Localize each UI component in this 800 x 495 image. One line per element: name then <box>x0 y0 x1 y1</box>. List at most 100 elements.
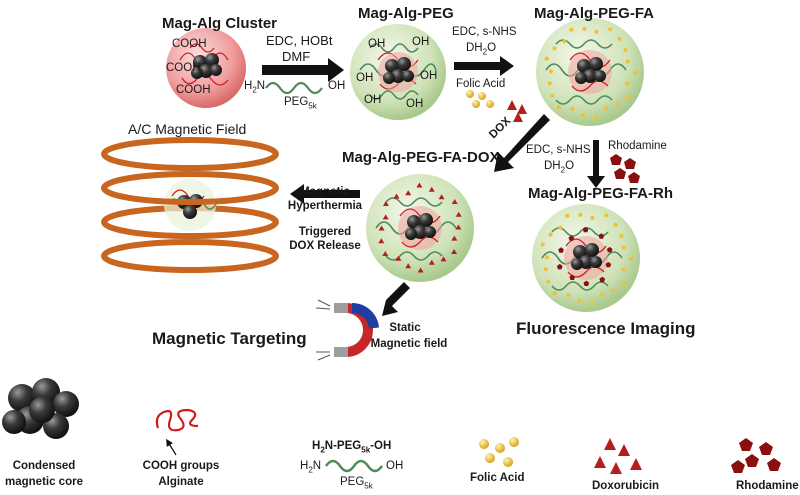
cooh-label: COOH <box>176 84 211 96</box>
folic-acid-dots <box>544 26 638 120</box>
dox-triangles <box>378 182 462 273</box>
rhodamine-reagent-icon <box>610 154 640 183</box>
hyperthermia-line-1: Magnetic <box>300 186 350 198</box>
folic-acid-dot <box>582 26 587 31</box>
legend-alginate-icon <box>155 408 199 456</box>
folic-acid-dot <box>556 105 561 110</box>
folic-acid-dot <box>549 69 553 74</box>
folic-acid-dot <box>608 27 613 32</box>
dox-triangle <box>428 259 435 265</box>
rhodamine-pentagon <box>558 247 564 253</box>
folic-acid-dot <box>615 102 620 107</box>
folic-acid-dot <box>594 29 599 34</box>
dox-triangle <box>416 182 423 188</box>
horseshoe-magnet-icon <box>315 299 379 361</box>
legend-core-line-2: magnetic core <box>5 476 83 488</box>
mag-alg-cluster-particle <box>166 28 246 108</box>
rhodamine-pentagon <box>583 280 590 286</box>
step4-reagent: Rhodamine <box>608 140 667 152</box>
dox-triangle <box>378 238 385 244</box>
step2-reagents: EDC, s-NHS <box>452 26 517 38</box>
arrow-step1 <box>262 58 344 82</box>
rhodamine-pentagon <box>605 261 612 268</box>
oh-label: OH <box>412 36 430 48</box>
rhodamine-pentagon <box>568 235 575 241</box>
dox-triangle <box>428 186 435 192</box>
folic-acid-dot <box>604 213 609 218</box>
folic-acid-dot <box>590 215 595 220</box>
folic-acid-dot <box>548 232 553 237</box>
mag-alg-peg-fa-particle <box>536 18 644 126</box>
legend-core-line-1: Condensed <box>12 460 76 472</box>
folic-acid-dot <box>569 27 574 32</box>
folic-acid-dot <box>621 245 626 250</box>
folic-acid-dot <box>544 56 549 61</box>
title-mag-alg-cluster: Mag-Alg Cluster <box>162 15 278 32</box>
title-mag-alg-peg-fa: Mag-Alg-PEG-FA <box>534 5 654 22</box>
folic-acid-dot <box>589 301 594 306</box>
oh-label: OH <box>406 98 424 110</box>
folic-acid-dot <box>565 213 570 218</box>
legend-folic-acid-icon <box>479 437 519 467</box>
rhodamine-pentagon <box>556 263 563 270</box>
folic-acid-dot <box>552 291 557 296</box>
folic-acid-dot <box>550 93 555 98</box>
folic-acid-dot <box>566 292 571 297</box>
reaction-arrows <box>262 56 605 316</box>
legend-doxorubicin-icon <box>594 438 642 474</box>
title-mag-alg-peg-fa-rh: Mag-Alg-PEG-FA-Rh <box>528 185 673 202</box>
ac-coil <box>101 137 279 273</box>
folic-acid-dot <box>600 292 605 297</box>
cooh-label: COOH <box>166 62 201 74</box>
step4-solvent: DH2O <box>544 160 575 175</box>
folic-acid-dot <box>546 279 551 284</box>
folic-acid-dot <box>629 256 634 261</box>
mag-alg-peg-particle <box>350 24 446 120</box>
folic-acid-dot <box>617 36 622 41</box>
folic-acid-dots <box>540 212 634 306</box>
legend-alginate-line-1: COOH groups <box>142 460 220 472</box>
folic-acid-dot <box>540 242 545 247</box>
folic-acid-dot <box>577 299 582 303</box>
dox-triangle <box>417 267 424 273</box>
arrow-hyperthermia <box>290 184 360 204</box>
step1-solvent: DMF <box>282 49 311 64</box>
step1-peg-h2n: H2N <box>244 80 266 95</box>
static-field-line-1: Static <box>389 322 421 334</box>
folic-acid-dot <box>625 95 630 99</box>
legend-peg-icon <box>325 459 383 473</box>
folic-acid-dot <box>543 267 548 272</box>
folic-acid-dot <box>578 212 583 217</box>
mag-alg-peg-fa-dox-particle <box>366 174 474 282</box>
rhodamine-pentagon <box>599 276 606 283</box>
dox-triangle <box>393 193 400 199</box>
title-mag-alg-peg: Mag-Alg-PEG <box>358 5 454 22</box>
dox-triangle <box>455 211 462 217</box>
rhodamine-pentagon <box>606 246 613 253</box>
title-magnetic-targeting: Magnetic Targeting <box>152 329 307 348</box>
arrow-dox <box>494 114 550 172</box>
legend-folic-acid-label: Folic Acid <box>470 472 525 484</box>
folic-acid-dot <box>611 288 616 293</box>
dox-triangle <box>382 201 389 206</box>
legend-alginate-line-2: Alginate <box>158 476 204 488</box>
dox-triangle <box>438 194 445 200</box>
dox-triangle <box>440 256 447 262</box>
legend-core-icon <box>2 378 79 439</box>
folic-acid-dot <box>552 46 557 51</box>
title-mag-alg-peg-fa-dox: Mag-Alg-PEG-FA-DOX <box>342 149 500 166</box>
folic-acid-dot <box>547 81 552 86</box>
step4-reagents: EDC, s-NHS <box>526 144 591 156</box>
legend-peg-name: PEG5k <box>340 476 373 491</box>
legend-peg-formula: H2N-PEG5k-OH <box>312 440 392 455</box>
dox-triangle <box>405 190 412 196</box>
oh-label: OH <box>368 38 386 50</box>
legend-rhodamine-icon <box>731 438 781 473</box>
dox-triangle <box>395 255 402 261</box>
arrow-static <box>382 282 410 316</box>
arrow-step2 <box>454 56 514 76</box>
dox-triangle <box>451 235 458 241</box>
dox-triangle <box>382 214 389 220</box>
folic-acid-dot <box>604 106 609 111</box>
